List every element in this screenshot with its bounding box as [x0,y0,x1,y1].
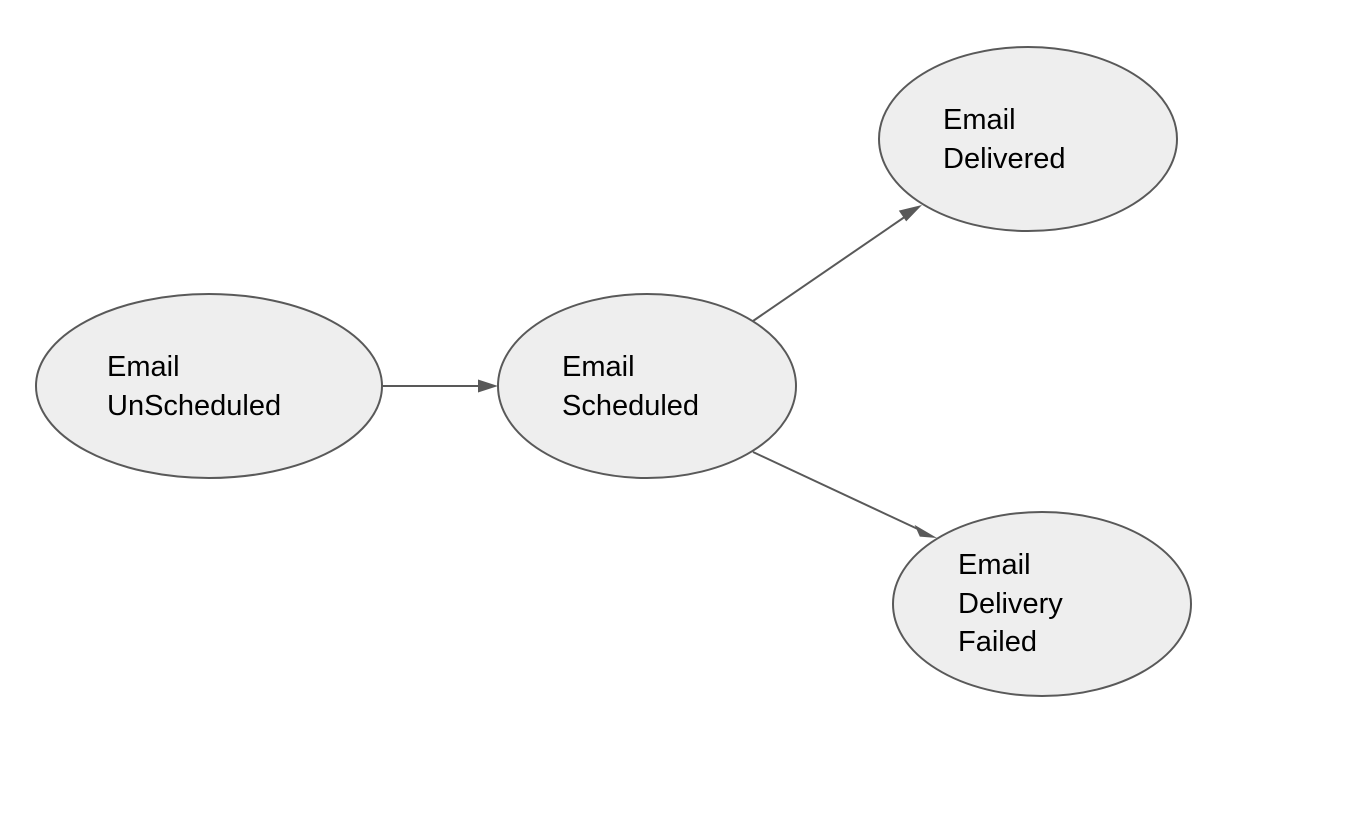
edge-scheduled-to-failed[interactable] [752,451,937,538]
node-email-delivered[interactable] [878,46,1178,232]
node-label-email-delivery-failed: Email Delivery Failed [958,546,1063,662]
node-label-email-scheduled: Email Scheduled [562,348,699,425]
node-label-line: Failed [958,626,1037,658]
edge-unscheduled-to-scheduled[interactable] [382,379,498,393]
node-label-line: Email [562,351,635,383]
arrowhead [478,379,498,393]
node-label-email-unscheduled: Email UnScheduled [107,348,281,425]
arrowhead [898,205,922,222]
node-email-unscheduled[interactable] [35,293,383,479]
node-label-line: Email [107,351,180,383]
edge-line [752,451,923,532]
node-label-line: Email [958,549,1031,581]
edge-scheduled-to-delivered[interactable] [752,205,922,322]
node-label-line: Delivery [958,587,1063,620]
arrowhead [914,524,937,538]
edge-line [752,213,910,322]
node-label-line: UnScheduled [107,389,282,422]
node-label-line: Email [943,104,1016,136]
node-label-line: Scheduled [562,389,700,422]
node-email-delivery-failed[interactable] [892,511,1192,697]
node-label-email-delivered: Email Delivered [943,101,1066,178]
node-label-line: Delivered [943,142,1066,175]
node-email-scheduled[interactable] [497,293,797,479]
